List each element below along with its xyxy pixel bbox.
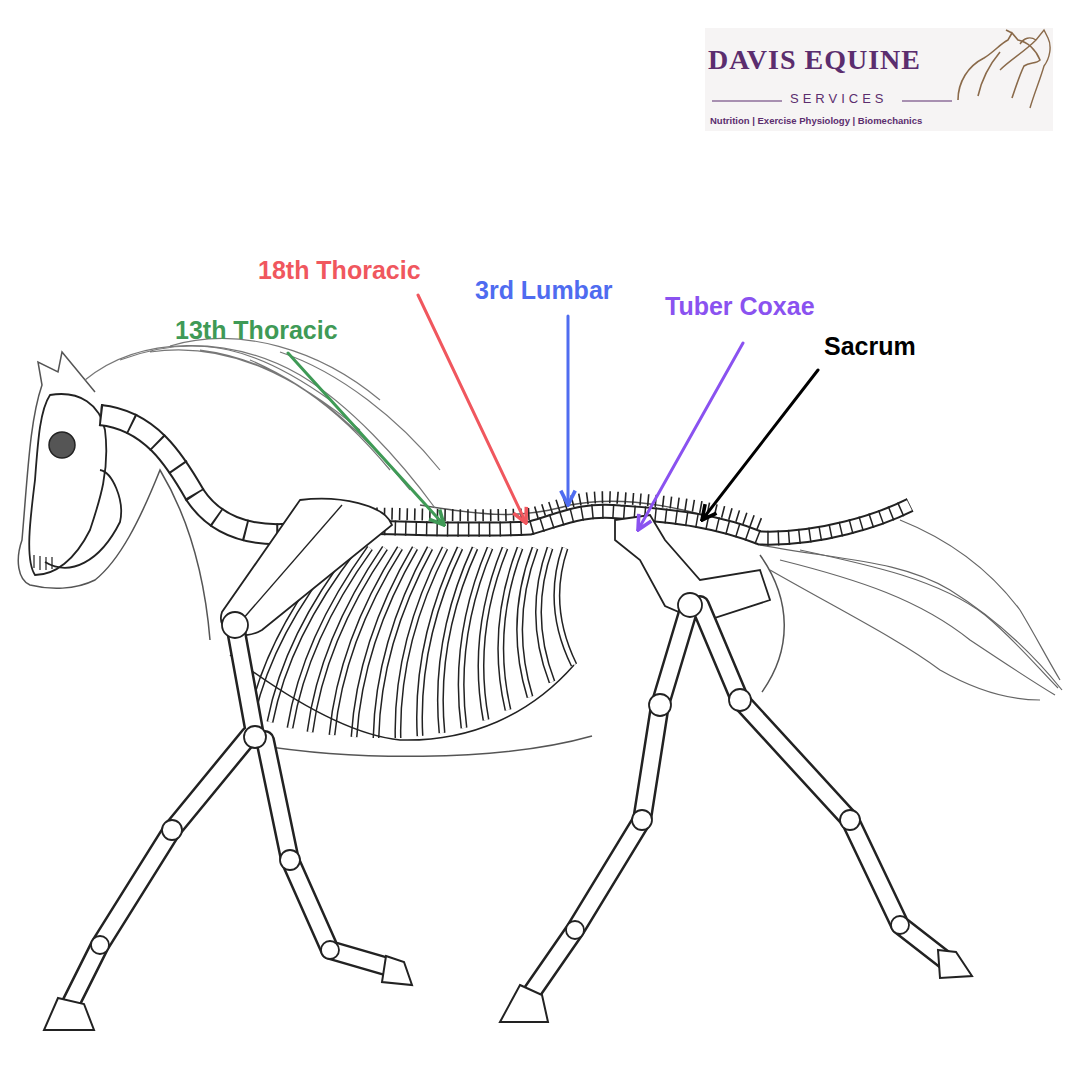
logo-ground xyxy=(705,28,1053,131)
leader-arrow xyxy=(418,295,526,523)
skull-bone xyxy=(29,394,106,575)
teeth xyxy=(34,555,52,570)
joints xyxy=(91,593,909,959)
logo-horse xyxy=(1000,30,1050,108)
scapula xyxy=(221,499,392,635)
leader-arrow xyxy=(567,316,570,505)
leader-arrow xyxy=(702,370,818,520)
jaw xyxy=(45,470,121,568)
logo-rule xyxy=(712,100,782,101)
logo xyxy=(705,28,1053,131)
bone-label: Tuber Coxae xyxy=(665,292,815,321)
leader-arrow xyxy=(638,343,743,530)
leader-arrows xyxy=(288,295,818,530)
tail-hair xyxy=(760,520,1062,700)
leg-bones xyxy=(70,605,945,1005)
logo-subtitle: SERVICES xyxy=(790,92,888,107)
logo-tagline: Nutrition | Exercise Physiology | Biomec… xyxy=(710,116,922,127)
vertebra-label: 13th Thoracic xyxy=(175,316,338,345)
logo-name: DAVIS EQUINE xyxy=(708,44,921,76)
orbit xyxy=(49,432,75,458)
vertebra-label: 3rd Lumbar xyxy=(475,276,613,305)
cervical-vertebrae xyxy=(100,415,305,534)
tail-hair-line xyxy=(770,520,1060,700)
logo-rule xyxy=(902,100,952,101)
vertebral-column xyxy=(300,497,910,538)
head-outline xyxy=(18,352,210,640)
leader-arrow xyxy=(288,353,444,525)
belly-outline xyxy=(240,736,592,756)
hooves xyxy=(44,950,972,1030)
logo-horse xyxy=(958,30,1040,100)
bone-label: Sacrum xyxy=(824,332,916,361)
vertebra-label: 18th Thoracic xyxy=(258,256,421,285)
